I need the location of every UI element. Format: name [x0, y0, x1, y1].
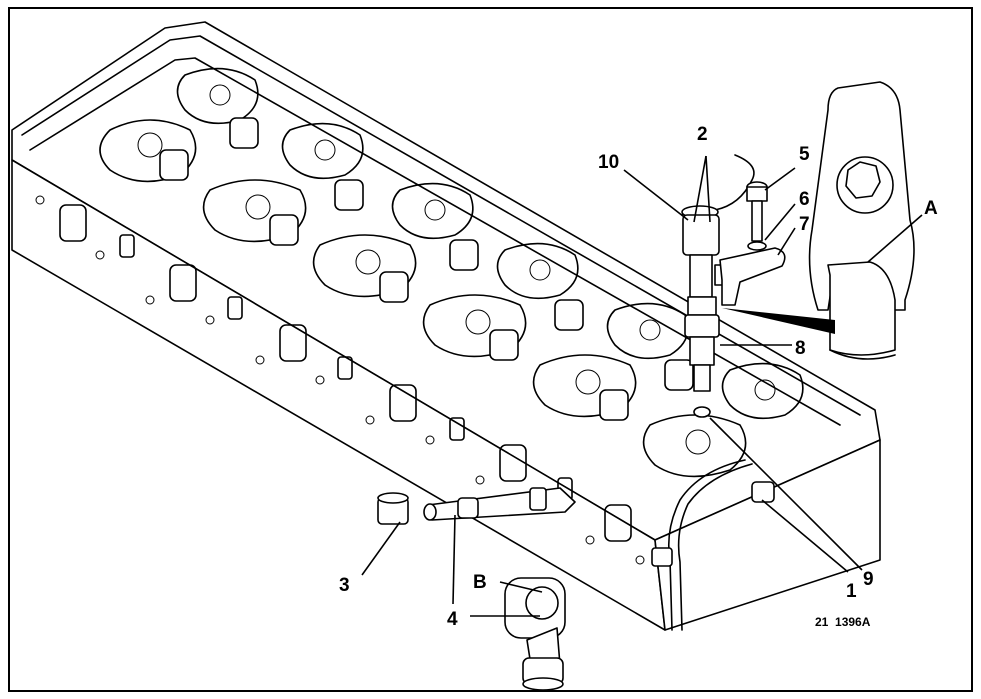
- diagram-frame: [8, 7, 973, 692]
- callout-6: 6: [799, 189, 810, 210]
- protective-sleeve: [377, 492, 409, 525]
- valve-guides: [159, 117, 694, 421]
- callout-8: 8: [795, 338, 806, 359]
- fitting: [651, 547, 673, 567]
- callout-3: 3: [339, 575, 350, 596]
- detail-b-fitting: [504, 577, 566, 691]
- injector-assembly: [681, 154, 786, 418]
- injector-body: [687, 296, 717, 316]
- detail-a-clamp-fork: [722, 81, 915, 360]
- callout-7: 7: [799, 214, 810, 235]
- callout-4: 4: [447, 609, 458, 630]
- callout-9: 9: [863, 569, 874, 590]
- hold-down-bolt: [746, 181, 768, 242]
- callout-2: 2: [697, 124, 708, 145]
- side-ports: [59, 204, 632, 542]
- banjo-fitting: [751, 481, 775, 503]
- leader-lines: [361, 155, 923, 617]
- callout-b: B: [473, 572, 487, 593]
- injector-top: [682, 214, 720, 256]
- callout-10: 10: [598, 152, 619, 173]
- loose-parts: [377, 487, 576, 691]
- callout-5: 5: [799, 144, 810, 165]
- injector-pipe: [423, 487, 576, 521]
- injector-clamp: [719, 247, 786, 306]
- callout-1: 1: [846, 581, 857, 602]
- detail-wedge: [722, 308, 835, 334]
- cylinder-head: [11, 21, 881, 631]
- bolt-washer: [747, 241, 767, 251]
- injector-nozzle: [693, 364, 711, 392]
- copper-washer: [693, 406, 711, 418]
- figure-id: 21 1396A: [815, 615, 871, 629]
- callout-a: A: [924, 198, 938, 219]
- injector-seal-ring: [684, 314, 720, 338]
